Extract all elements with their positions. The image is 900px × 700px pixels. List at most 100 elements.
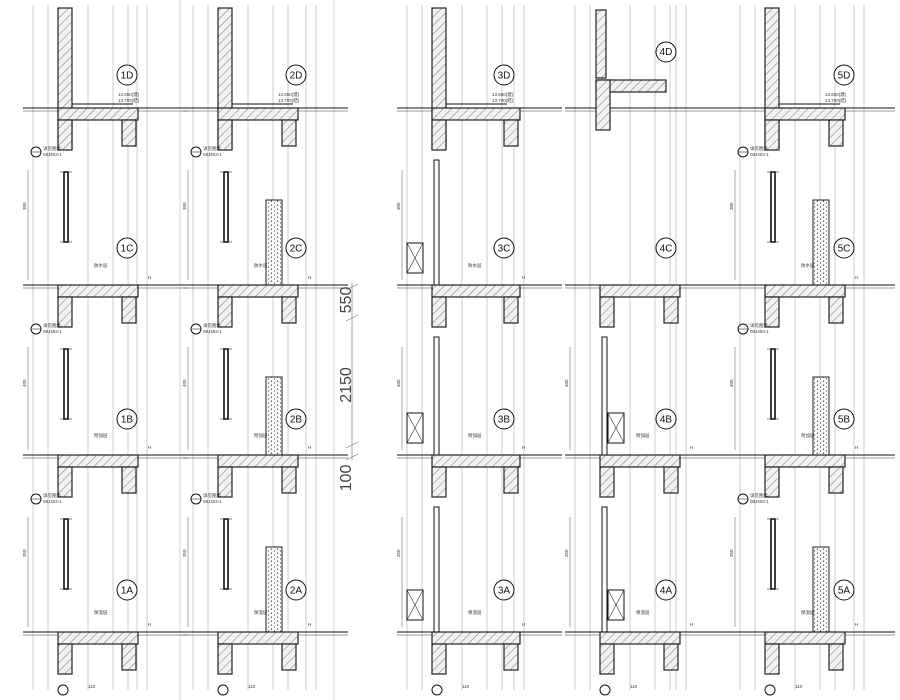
- window-frame: [770, 518, 776, 590]
- section-bubble-label: 3C: [498, 244, 511, 255]
- section-bubble-label: 4A: [660, 586, 673, 597]
- std-ref-top: 详见图集: [750, 492, 768, 499]
- window-frame: [63, 171, 69, 243]
- roof-elev-arch: 13.650(建): [278, 91, 300, 98]
- dim-label: 350: [182, 549, 187, 557]
- section-bubble-label: 2D: [290, 71, 303, 82]
- note-label: 防水层: [801, 262, 815, 269]
- roof-elev-struct: 13.700(结): [492, 97, 514, 104]
- elevation-label: H: [690, 445, 693, 450]
- floor-slab: [57, 107, 139, 121]
- column-separators: [179, 0, 335, 700]
- infill-wall: [812, 546, 830, 633]
- roof-elev-struct: 13.700(结): [118, 97, 140, 104]
- section-bubble: [493, 64, 515, 86]
- floor-slab: [431, 107, 521, 121]
- inner-beam: [503, 643, 519, 671]
- dim-label: 400: [564, 379, 569, 387]
- mullion: [433, 159, 440, 286]
- inner-beam: [828, 119, 844, 147]
- section-bubble-label: 1B: [121, 415, 134, 426]
- main-dimension-chain: 550 2150 100: [338, 283, 359, 491]
- floor-slab: [599, 284, 681, 298]
- edge-beam: [764, 296, 780, 328]
- section-bubble-label: 5B: [838, 415, 851, 426]
- dim-label: 300: [396, 202, 401, 210]
- section-bubble-label: 5D: [838, 71, 851, 82]
- axis-marker: [764, 684, 776, 696]
- note-label: 保温层: [636, 609, 650, 616]
- axis-marker: [599, 684, 611, 696]
- elevation-label: H: [148, 445, 151, 450]
- elevation-label: H: [522, 275, 525, 280]
- std-ref-code: 08J403-1: [203, 499, 222, 504]
- note-label: 防水层: [468, 262, 482, 269]
- edge-beam: [431, 296, 447, 328]
- edge-beam: [431, 643, 447, 675]
- roof-elev-struct: 13.700(结): [825, 97, 847, 104]
- roof-elev-arch: 13.650(建): [825, 91, 847, 98]
- inner-beam: [281, 296, 297, 324]
- section-bubble: [116, 579, 138, 601]
- note-label: 附加层: [801, 432, 815, 439]
- floor-slab: [57, 284, 139, 298]
- floor-slab: [431, 284, 521, 298]
- edge-beam: [217, 643, 233, 675]
- floor-slab: [217, 631, 299, 645]
- std-ref-code: 08J403-1: [750, 329, 769, 334]
- elevation-label: H: [308, 445, 311, 450]
- dim-label: 400: [396, 379, 401, 387]
- std-ref-top: 详见图集: [43, 322, 61, 329]
- dim-label: 400: [22, 379, 27, 387]
- window-box-x2: [607, 589, 625, 621]
- window-frame: [63, 518, 69, 590]
- note-label: 附加层: [636, 432, 650, 439]
- section-bubble-label: 5A: [838, 586, 851, 597]
- floor-slab: [57, 454, 139, 468]
- edge-beam: [599, 643, 615, 675]
- infill-wall: [812, 199, 830, 286]
- std-ref-top: 详见图集: [43, 145, 61, 152]
- edge-beam: [764, 119, 780, 151]
- bottom-dim: 110: [462, 684, 470, 689]
- mullion: [601, 336, 608, 456]
- section-column-2: 详见图集08J403-1300防水层H详见图集08J403-1400附加层H详见…: [182, 5, 348, 696]
- edge-beam: [217, 119, 233, 151]
- roof-elev-arch: 13.650(建): [118, 91, 140, 98]
- infill-wall: [265, 376, 283, 456]
- mullion: [433, 336, 440, 456]
- bottom-dim: 110: [795, 684, 803, 689]
- note-label: 防水层: [254, 262, 268, 269]
- floor-level-4: [183, 631, 348, 675]
- window-frame: [223, 518, 229, 590]
- window-box-x2: [406, 412, 424, 444]
- dim-label: 400: [182, 379, 187, 387]
- window-frame: [63, 348, 69, 420]
- window-frame: [223, 171, 229, 243]
- std-ref-code: 08J403-1: [43, 329, 62, 334]
- inner-beam: [663, 643, 679, 671]
- elevation-label: H: [308, 622, 311, 627]
- std-ref-top: 详见图集: [43, 492, 61, 499]
- elevation-label: H: [855, 275, 858, 280]
- section-bubble-label: 4C: [660, 244, 673, 255]
- mullion: [433, 506, 440, 633]
- floor-slab: [764, 284, 846, 298]
- dim-2150: 2150: [338, 367, 355, 403]
- window-box-x2: [406, 589, 424, 621]
- section-bubble: [493, 408, 515, 430]
- inner-beam: [663, 296, 679, 324]
- floor-slab: [217, 454, 299, 468]
- inner-beam: [663, 466, 679, 494]
- std-ref-top: 详见图集: [750, 322, 768, 329]
- section-bubble: [285, 408, 307, 430]
- section-bubble: [493, 579, 515, 601]
